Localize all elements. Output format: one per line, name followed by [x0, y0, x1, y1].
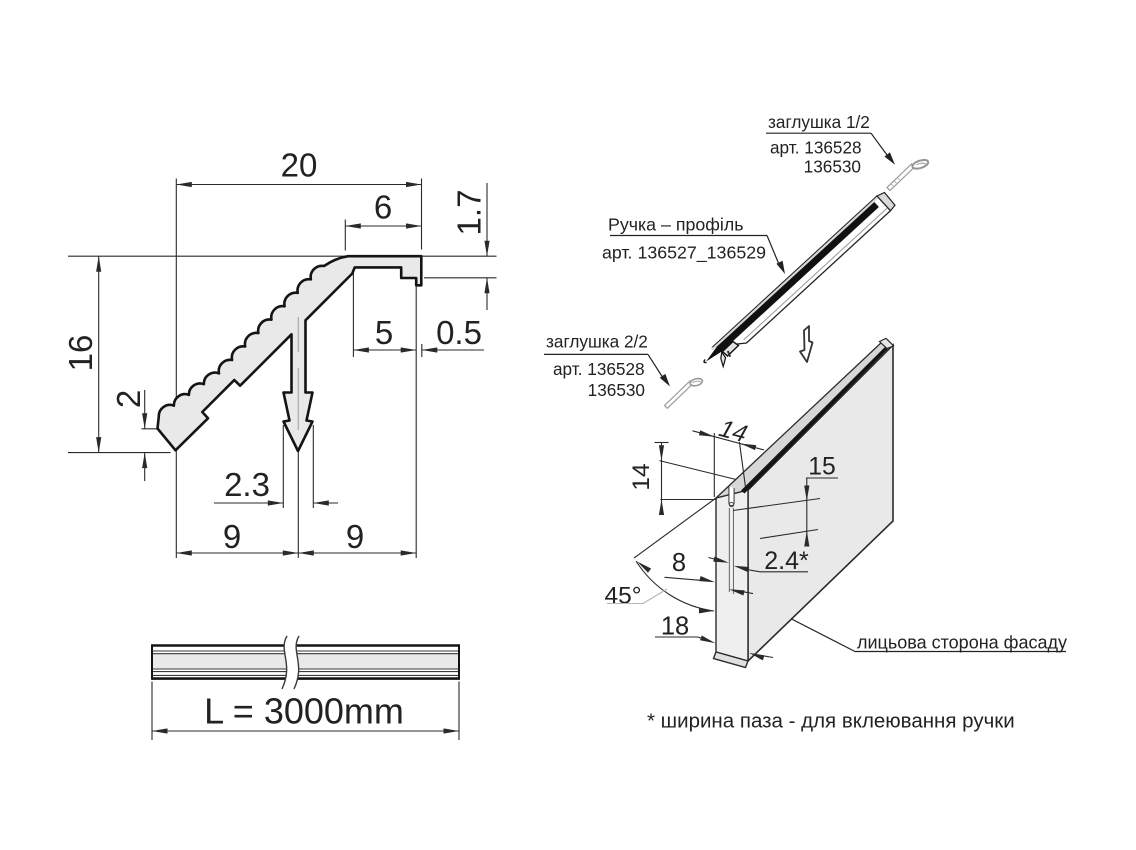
svg-text:14: 14 — [628, 463, 655, 490]
svg-text:арт. 136528: арт. 136528 — [770, 138, 862, 158]
svg-text:заглушка 1/2: заглушка 1/2 — [768, 112, 870, 132]
svg-text:9: 9 — [346, 518, 364, 555]
svg-text:9: 9 — [223, 518, 241, 555]
svg-text:арт. 136528: арт. 136528 — [553, 359, 645, 379]
svg-text:15: 15 — [808, 454, 835, 481]
svg-text:L = 3000mm: L = 3000mm — [204, 691, 404, 732]
svg-text:2.4*: 2.4* — [764, 547, 809, 575]
svg-text:20: 20 — [281, 147, 318, 184]
svg-text:0.5: 0.5 — [436, 314, 482, 351]
svg-text:8: 8 — [672, 549, 686, 577]
svg-text:арт. 136527_136529: арт. 136527_136529 — [602, 243, 766, 264]
svg-text:1.7: 1.7 — [451, 190, 488, 236]
svg-text:* ширина паза - для вклеювання: * ширина паза - для вклеювання ручки — [647, 710, 1015, 733]
svg-text:2: 2 — [110, 390, 147, 408]
svg-text:45°: 45° — [604, 583, 641, 610]
svg-text:заглушка 2/2: заглушка 2/2 — [546, 332, 648, 352]
svg-text:136530: 136530 — [804, 157, 861, 177]
svg-text:2.3: 2.3 — [224, 466, 270, 503]
svg-text:Ручка – профіль: Ручка – профіль — [608, 215, 743, 235]
svg-text:5: 5 — [375, 314, 393, 351]
svg-text:18: 18 — [661, 613, 689, 641]
svg-text:лицьова сторона фасаду: лицьова сторона фасаду — [857, 633, 1067, 653]
svg-text:6: 6 — [374, 189, 392, 226]
svg-text:136530: 136530 — [588, 380, 645, 400]
svg-text:16: 16 — [62, 335, 99, 372]
